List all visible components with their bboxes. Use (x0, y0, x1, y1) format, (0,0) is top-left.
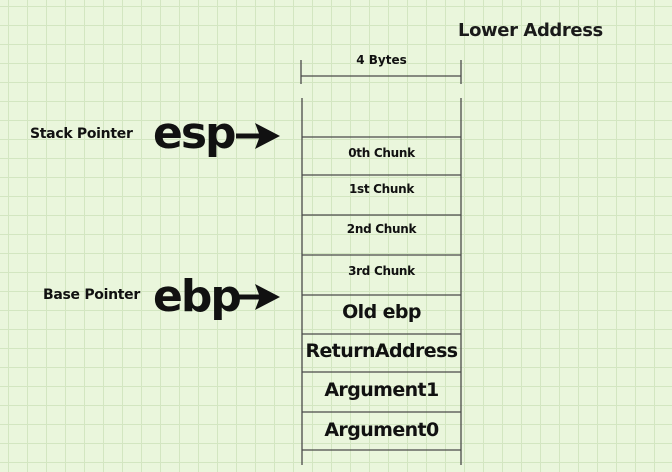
base-pointer-label: Base Pointer (43, 287, 140, 303)
stack-cell-1st-chunk: 1st Chunk (348, 182, 415, 196)
stack-cell-return-address: ReturnAddress (305, 340, 458, 362)
cell-width-label: 4 Bytes (356, 53, 407, 67)
stack-cell-old-ebp: Old ebp (342, 301, 421, 323)
ebp-arrow-icon (236, 284, 280, 310)
stack-cell-0th-chunk: 0th Chunk (348, 146, 415, 160)
stack-cell-argument1: Argument1 (324, 379, 439, 401)
stack-cell-2nd-chunk: 2nd Chunk (346, 222, 417, 236)
ebp-register-label: ebp (153, 271, 242, 322)
esp-register-label: esp (153, 108, 237, 159)
esp-arrow-icon (236, 123, 280, 149)
stack-cell-argument0: Argument0 (324, 419, 439, 441)
stack-cell-3rd-chunk: 3rd Chunk (348, 264, 415, 278)
lower-address-label: Lower Address (458, 20, 603, 41)
stack-pointer-label: Stack Pointer (30, 126, 133, 142)
